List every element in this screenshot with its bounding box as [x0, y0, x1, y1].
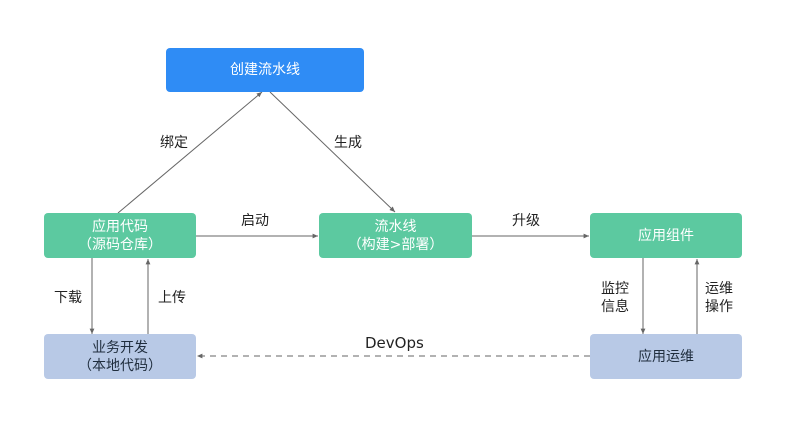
edge-label-monitor-line1: 监控	[601, 281, 629, 297]
node-app-code: 应用代码 （源码仓库）	[44, 213, 196, 258]
edge-label-ops-line1: 运维	[705, 281, 733, 297]
edge-label-ops-line2: 操作	[705, 299, 733, 315]
edge-label-start: 启动	[241, 213, 269, 229]
edge-label-monitor-line2: 信息	[601, 299, 629, 315]
edge-label-ops: 运维 操作	[705, 280, 733, 316]
edge-label-generate: 生成	[334, 135, 362, 151]
node-business-dev: 业务开发 （本地代码）	[44, 334, 196, 379]
edge-bind	[117, 91, 263, 214]
edge-label-monitor: 监控 信息	[601, 280, 629, 316]
edge-generate	[269, 91, 396, 213]
node-business-dev-sublabel: （本地代码）	[78, 357, 162, 374]
node-create-pipeline: 创建流水线	[166, 48, 364, 92]
node-pipeline: 流水线 （构建>部署）	[319, 213, 472, 258]
edge-label-download: 下载	[54, 290, 82, 306]
node-app-ops: 应用运维	[590, 334, 742, 379]
edge-label-bind: 绑定	[160, 135, 188, 151]
node-app-code-sublabel: （源码仓库）	[78, 236, 162, 253]
node-business-dev-label: 业务开发	[92, 339, 148, 356]
edge-label-devops: DevOps	[365, 334, 424, 352]
node-pipeline-sublabel: （构建>部署）	[347, 236, 444, 253]
node-pipeline-label: 流水线	[374, 218, 417, 235]
node-create-pipeline-label: 创建流水线	[230, 62, 300, 78]
node-app-code-label: 应用代码	[92, 218, 148, 235]
edge-label-upgrade: 升级	[512, 213, 540, 229]
edge-label-upload: 上传	[158, 290, 186, 306]
node-app-component-label: 应用组件	[638, 227, 694, 244]
node-app-component: 应用组件	[590, 213, 742, 258]
node-app-ops-label: 应用运维	[638, 348, 694, 365]
